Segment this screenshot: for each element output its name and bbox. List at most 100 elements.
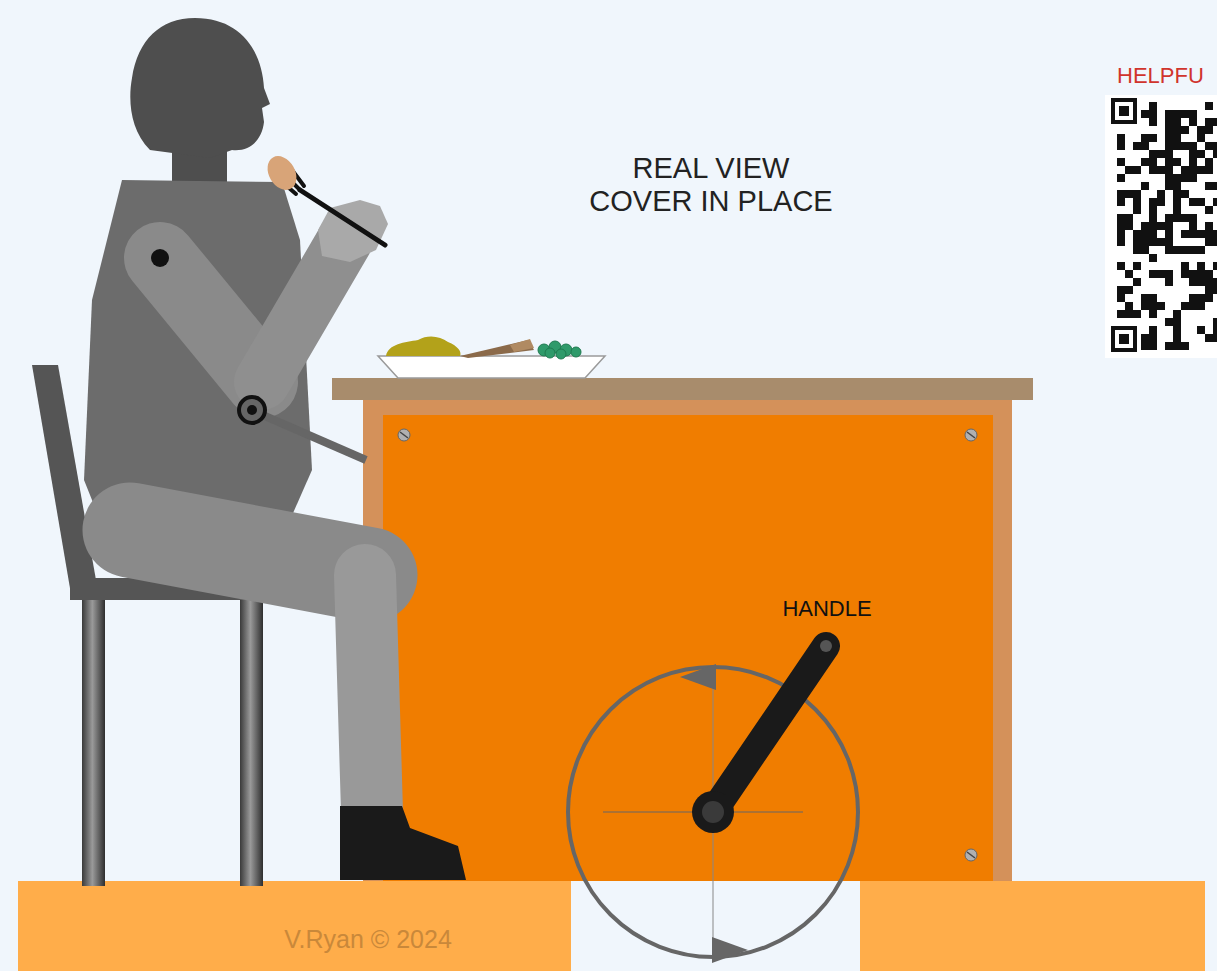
qr-module [1181, 142, 1189, 150]
qr-module [1205, 278, 1213, 286]
qr-module [1133, 190, 1141, 198]
qr-module [1213, 318, 1217, 326]
rotation-path [568, 664, 858, 963]
qr-module [1149, 134, 1157, 142]
qr-module [1181, 270, 1189, 278]
qr-module [1125, 214, 1133, 222]
qr-module [1165, 342, 1173, 350]
qr-module [1205, 270, 1213, 278]
qr-module [1173, 134, 1181, 142]
qr-module [1133, 198, 1141, 206]
view-title: REAL VIEW COVER IN PLACE [584, 152, 839, 219]
qr-module [1133, 238, 1141, 246]
qr-module [1189, 142, 1197, 150]
linkage-rod [239, 397, 366, 460]
qr-module [1157, 190, 1165, 198]
qr-module [1197, 326, 1205, 334]
qr-module [1165, 118, 1173, 126]
qr-module [1197, 198, 1205, 206]
qr-code [1105, 95, 1217, 358]
qr-module [1133, 166, 1141, 174]
qr-module [1181, 302, 1189, 310]
qr-module [1125, 286, 1133, 294]
qr-module [1189, 222, 1197, 230]
qr-module [1173, 342, 1181, 350]
qr-module [1197, 230, 1205, 238]
cover-panel [383, 415, 993, 881]
qr-module [1149, 158, 1157, 166]
qr-module [1189, 278, 1197, 286]
qr-module [1173, 310, 1181, 318]
qr-module [1189, 118, 1197, 126]
qr-module [1141, 110, 1149, 118]
qr-module [1141, 302, 1149, 310]
floor [860, 881, 1205, 971]
qr-module [1125, 190, 1133, 198]
qr-module [1173, 142, 1181, 150]
qr-module [1213, 238, 1217, 246]
qr-module [1213, 118, 1217, 126]
qr-module [1213, 150, 1217, 158]
plate-of-food [378, 336, 605, 378]
qr-module [1189, 302, 1197, 310]
qr-module [1189, 110, 1197, 118]
qr-module [1189, 174, 1197, 182]
table-frame [363, 398, 1012, 881]
qr-module [1149, 238, 1157, 246]
qr-module [1213, 286, 1217, 294]
qr-module [1165, 150, 1173, 158]
qr-module [1197, 294, 1205, 302]
qr-module [1173, 326, 1181, 334]
qr-module [1165, 246, 1173, 254]
qr-module [1181, 190, 1189, 198]
qr-module [1205, 206, 1213, 214]
qr-module [1157, 222, 1165, 230]
qr-module [1205, 102, 1213, 110]
qr-module [1141, 134, 1149, 142]
table-top [332, 378, 1033, 400]
qr-module [1133, 246, 1141, 254]
qr-module [1165, 318, 1173, 326]
qr-module [1173, 334, 1181, 342]
qr-module [1181, 230, 1189, 238]
qr-module [1141, 294, 1149, 302]
qr-module [1213, 262, 1217, 270]
qr-module [1149, 198, 1157, 206]
qr-module [1189, 158, 1197, 166]
qr-module [1181, 110, 1189, 118]
qr-module [1213, 182, 1217, 190]
qr-module [1157, 198, 1165, 206]
qr-module [1173, 198, 1181, 206]
crank-handle [692, 640, 832, 833]
qr-module [1181, 214, 1189, 222]
screws [398, 429, 977, 861]
qr-module [1149, 118, 1157, 126]
floor [18, 881, 571, 971]
qr-module [1165, 222, 1173, 230]
watermark-text: V.Ryan © 2024 [284, 925, 452, 954]
qr-module [1133, 262, 1141, 270]
qr-module [1165, 158, 1173, 166]
qr-module [1141, 238, 1149, 246]
qr-module [1117, 190, 1125, 198]
person [84, 18, 466, 880]
qr-module [1165, 126, 1173, 134]
qr-module [1133, 278, 1141, 286]
qr-module [1141, 182, 1149, 190]
qr-module [1173, 214, 1181, 222]
qr-module [1173, 110, 1181, 118]
qr-module [1165, 166, 1173, 174]
qr-module [1205, 334, 1213, 342]
qr-module [1117, 294, 1125, 302]
qr-module [1141, 334, 1149, 342]
qr-module [1149, 310, 1157, 318]
qr-module [1117, 238, 1125, 246]
qr-module [1197, 150, 1205, 158]
qr-module [1133, 310, 1141, 318]
qr-module [1205, 294, 1213, 302]
qr-module [1125, 166, 1133, 174]
qr-module [1189, 230, 1197, 238]
qr-module [1165, 142, 1173, 150]
qr-module [1189, 214, 1197, 222]
qr-module [1149, 166, 1157, 174]
